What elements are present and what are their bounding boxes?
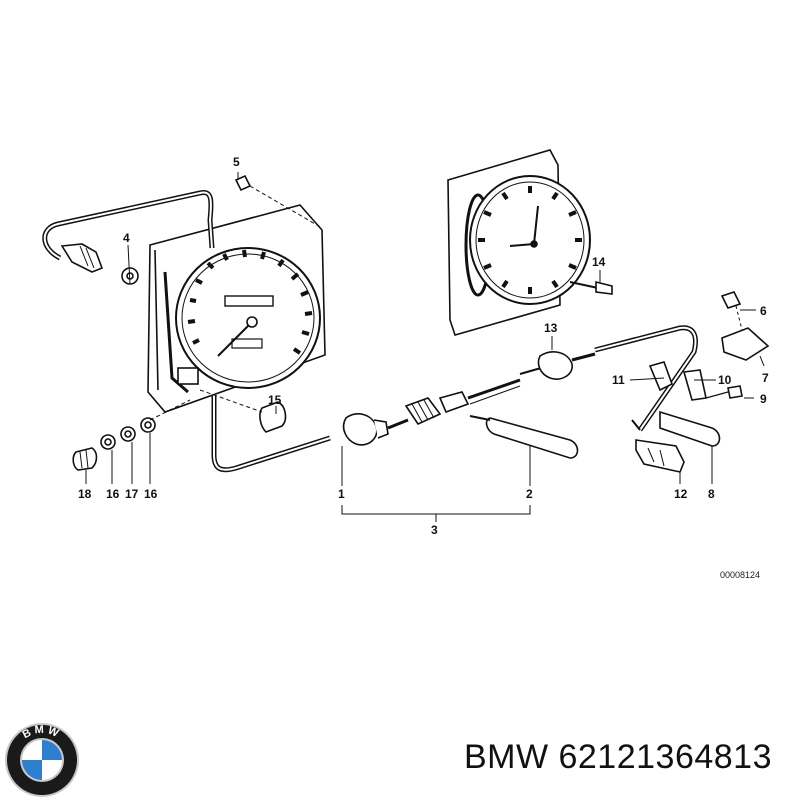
callout-9: 9 bbox=[760, 392, 767, 406]
callout-3: 3 bbox=[431, 523, 438, 537]
callout-15: 15 bbox=[268, 393, 282, 407]
callout-17: 17 bbox=[125, 487, 139, 501]
speedometer-assembly bbox=[42, 174, 326, 471]
callout-10: 10 bbox=[718, 373, 732, 387]
logo-quarter-white-tl bbox=[22, 740, 42, 760]
callout-12: 12 bbox=[674, 487, 688, 501]
callout-8: 8 bbox=[708, 487, 715, 501]
clock-assembly bbox=[447, 149, 613, 336]
logo-quarter-blue-bl bbox=[22, 760, 42, 780]
callout-7: 7 bbox=[762, 371, 769, 385]
callout-1: 1 bbox=[338, 487, 345, 501]
logo-quarter-white-br bbox=[42, 760, 62, 780]
reference-code: 00008124 bbox=[720, 570, 760, 580]
callout-18: 18 bbox=[78, 487, 92, 501]
speedometer-cable bbox=[211, 291, 770, 473]
callout-4: 4 bbox=[123, 231, 130, 245]
callout-14: 14 bbox=[592, 255, 606, 269]
callout-13: 13 bbox=[544, 321, 558, 335]
callout-5: 5 bbox=[233, 155, 240, 169]
logo-quarter-blue-tr bbox=[42, 740, 62, 760]
leader-lines bbox=[85, 172, 765, 522]
logo-lettering: BMW bbox=[21, 724, 63, 741]
callout-16a: 16 bbox=[106, 487, 120, 501]
callout-6: 6 bbox=[760, 304, 767, 318]
part-number-label: BMW 62121364813 bbox=[463, 738, 772, 776]
callout-labels: 1 2 3 4 5 6 7 8 9 10 11 12 13 14 15 16 1… bbox=[78, 155, 769, 580]
bmw-logo: BMW bbox=[5, 723, 79, 797]
callout-16b: 16 bbox=[144, 487, 158, 501]
callout-2: 2 bbox=[526, 487, 533, 501]
callout-11: 11 bbox=[612, 373, 625, 387]
